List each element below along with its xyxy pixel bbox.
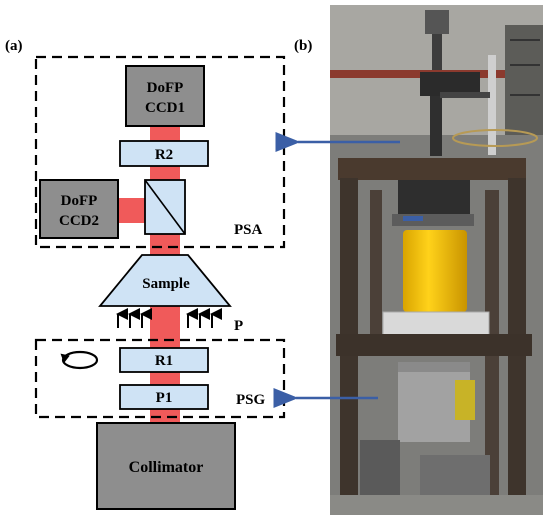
rotation-arrow-icon (60, 350, 99, 370)
r1-element (119, 347, 209, 373)
ccd1-box (125, 65, 205, 127)
beam-horizontal (118, 198, 148, 223)
panel-b-label: (b) (294, 38, 312, 54)
light-arrows-left (116, 308, 152, 328)
psa-box (34, 55, 286, 249)
light-arrows-right (186, 308, 222, 328)
ccd2-label-line2: CCD2 (59, 213, 99, 229)
beam-splitter-diagonal (144, 179, 186, 235)
ccd2-label-line1: DoFP (61, 193, 98, 209)
p1-element (119, 384, 209, 410)
collimator-box (96, 422, 236, 510)
ccd1-label-line1: DoFP (147, 80, 184, 96)
psg-box (34, 338, 286, 419)
photo-apparatus (330, 5, 543, 515)
r2-label: R2 (155, 147, 173, 163)
p-label: P (234, 318, 243, 334)
collimator-label: Collimator (129, 459, 204, 476)
p1-label: P1 (156, 390, 173, 406)
sample-prism (98, 254, 232, 307)
ccd1-label-line2: CCD1 (145, 100, 185, 116)
psg-label: PSG (236, 392, 266, 408)
r1-label: R1 (155, 353, 173, 369)
sample-label: Sample (142, 276, 190, 292)
psa-label: PSA (234, 222, 263, 238)
r2-element (119, 140, 209, 167)
ccd2-box (39, 179, 119, 239)
panel-a-label: (a) (5, 38, 23, 54)
